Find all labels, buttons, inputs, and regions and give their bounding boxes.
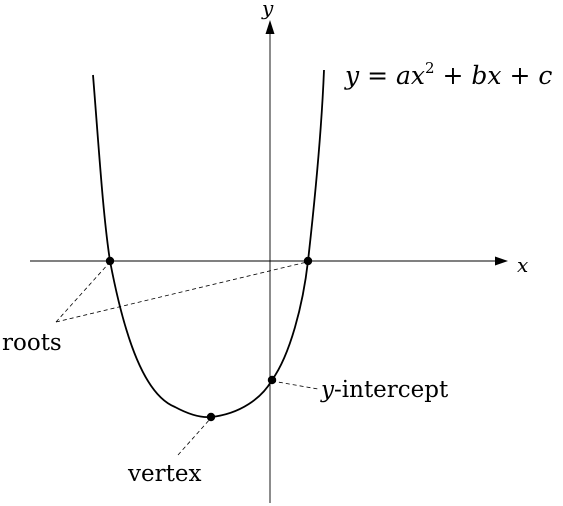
equation-exponent: 2 <box>425 59 435 77</box>
x-axis: x <box>30 253 528 277</box>
leader-lines <box>55 261 319 456</box>
right-root-point <box>303 256 313 266</box>
y-axis-arrowhead <box>265 20 275 34</box>
y-intercept-text: -intercept <box>334 377 449 403</box>
roots-label: roots <box>2 330 62 356</box>
equation-plus-2: + <box>502 61 539 90</box>
x-axis-label: x <box>517 253 528 277</box>
equation-var-x: x <box>487 61 501 90</box>
vertex-point <box>206 412 216 422</box>
key-points <box>105 256 313 422</box>
y-axis-label: y <box>261 0 274 20</box>
roots-leader-left <box>55 261 111 323</box>
equation-coef-b: b <box>471 61 487 90</box>
equation-plus-1: + <box>435 61 472 90</box>
equation-lhs: y <box>344 61 360 90</box>
left-root-point <box>105 256 115 266</box>
x-axis-arrowhead <box>495 256 508 266</box>
equation-label: y = ax2 + bx + c <box>344 59 552 90</box>
vertex-label: vertex <box>127 461 201 487</box>
parabola-curve <box>92 69 325 419</box>
equation-const-c: c <box>538 61 552 90</box>
y-intercept-variable: y <box>320 377 335 403</box>
roots-leader-right <box>55 261 308 323</box>
equation-var-x-squared: x <box>411 61 425 90</box>
y-intercept-label: y-intercept <box>320 377 449 403</box>
equation-equals: = <box>359 61 396 90</box>
y-intercept-leader <box>271 380 319 390</box>
vertex-leader <box>177 417 212 456</box>
y-axis: y <box>261 0 275 503</box>
y-intercept-point <box>267 375 277 385</box>
equation-coef-a: a <box>396 61 411 90</box>
